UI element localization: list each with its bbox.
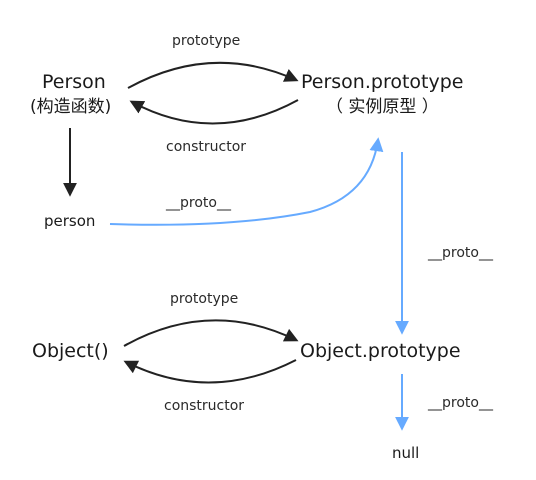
node-person-constructor-sub: (构造函数) (30, 97, 112, 117)
label-object-prototype: prototype (170, 291, 239, 307)
label-object-constructor: constructor (164, 398, 245, 414)
node-null: null (392, 444, 420, 462)
label-personproto-proto: __proto__ (428, 245, 493, 261)
label-instance-proto: __proto__ (166, 195, 231, 211)
label-person-constructor: constructor (166, 139, 247, 155)
label-objectproto-proto: __proto__ (428, 395, 493, 411)
arrow-person-prototype (127, 61, 299, 89)
arrow-person-constructor (129, 99, 299, 125)
node-person-constructor: Person (42, 71, 106, 93)
node-object-prototype: Object.prototype (300, 340, 461, 362)
node-person-prototype-sub: （ 实例原型 ） (326, 97, 439, 117)
arrow-object-constructor (123, 359, 297, 384)
arrow-instance-proto (109, 137, 384, 226)
label-person-prototype: prototype (172, 33, 241, 49)
node-person-instance: person (44, 212, 96, 230)
node-person-prototype: Person.prototype (301, 71, 464, 93)
node-object-constructor: Object() (32, 340, 109, 362)
arrow-object-prototype (123, 319, 299, 347)
